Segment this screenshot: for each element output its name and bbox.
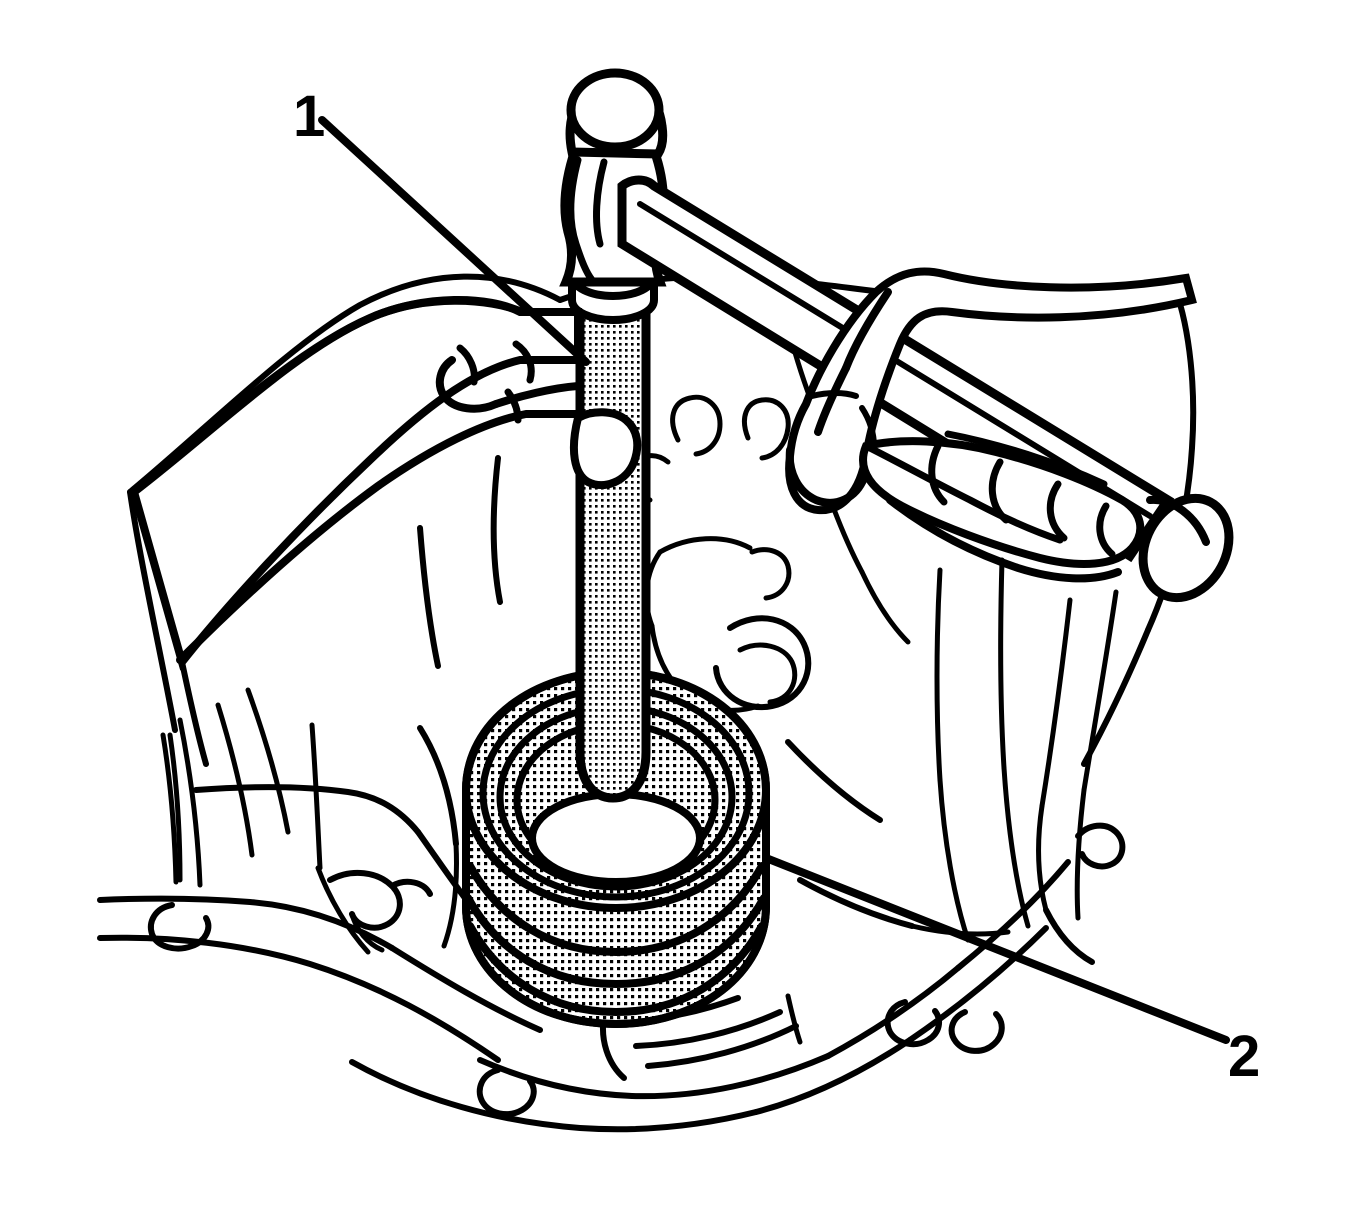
callout-2-leader bbox=[762, 854, 1230, 1044]
right-hand bbox=[785, 267, 1197, 583]
callout-2: 2 bbox=[762, 854, 1260, 1089]
bushing bbox=[462, 667, 770, 1029]
driver-tool bbox=[568, 249, 658, 803]
callout-2-label: 2 bbox=[1228, 1024, 1260, 1089]
callout-1: 1 bbox=[293, 84, 590, 366]
callout-1-leader bbox=[318, 116, 590, 366]
callout-1-label: 1 bbox=[293, 84, 325, 149]
left-hand bbox=[129, 295, 642, 767]
